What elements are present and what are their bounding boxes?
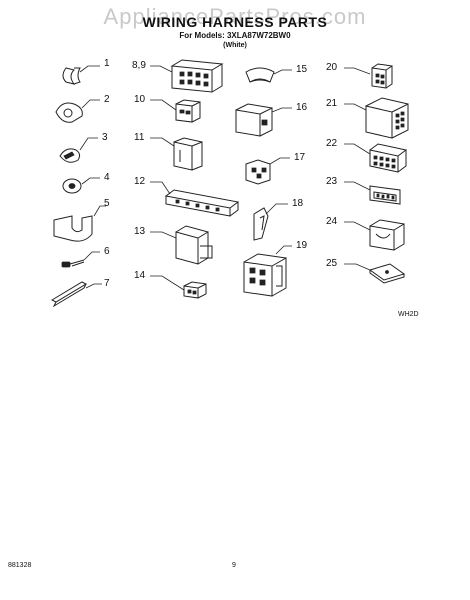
callout-8-9: 8,9 (132, 60, 146, 71)
callout-1: 1 (104, 58, 110, 69)
callout-25: 25 (326, 258, 338, 269)
callout-10: 10 (134, 94, 146, 105)
part-22-housing (344, 143, 407, 173)
model-line: For Models: 3XLA87W72BW0 (179, 31, 291, 40)
callout-16: 16 (296, 102, 308, 113)
callout-24: 24 (326, 216, 338, 227)
part-24-housing (344, 219, 405, 251)
callout-3: 3 (102, 132, 108, 143)
callout-14: 14 (134, 270, 146, 281)
callout-11: 11 (134, 132, 145, 143)
callout-19: 19 (296, 240, 308, 251)
part-20-plug (344, 63, 393, 89)
callout-12: 12 (134, 176, 146, 187)
part-11-housing (150, 137, 203, 171)
watermark: AppliancePartsPros.com (103, 4, 367, 29)
diagram-code: WH2D (398, 311, 419, 318)
callout-6: 6 (104, 246, 110, 257)
callout-22: 22 (326, 138, 338, 149)
page-number: 9 (232, 562, 236, 569)
part-7-strip (50, 281, 102, 308)
callout-17: 17 (294, 152, 306, 163)
callout-2: 2 (104, 94, 110, 105)
part-1-clip (62, 65, 100, 85)
part-3-cable-tie (59, 137, 98, 163)
part-16-housing (235, 103, 292, 137)
document-number: 881328 (8, 562, 32, 569)
part-2-clamp (55, 99, 100, 123)
part-13-housing (150, 225, 213, 265)
callout-5: 5 (104, 198, 110, 209)
part-6-screw (61, 251, 100, 268)
part-5-bracket-clip (53, 205, 106, 242)
part-4-grommet (62, 177, 100, 194)
part-18-clip (253, 203, 288, 241)
part-23-terminal-strip (344, 181, 401, 205)
callout-13: 13 (134, 226, 146, 237)
color-variant: (White) (223, 42, 247, 49)
part-10-housing (150, 99, 201, 123)
part-25-plate (344, 263, 406, 284)
part-17-connector (245, 157, 290, 185)
callout-18: 18 (292, 198, 304, 209)
callout-15: 15 (296, 64, 308, 75)
callout-4: 4 (104, 172, 110, 183)
part-8-9-housing (150, 59, 224, 93)
callout-21: 21 (326, 98, 338, 109)
part-14-plug (150, 275, 207, 299)
part-19-housing (243, 245, 292, 297)
callout-20: 20 (326, 62, 338, 73)
part-21-housing (344, 97, 409, 139)
part-15-sleeve (245, 67, 292, 83)
diagram-title: WIRING HARNESS PARTS (142, 14, 328, 30)
part-12-terminal-block (150, 181, 240, 217)
callout-7: 7 (104, 278, 110, 289)
callout-23: 23 (326, 176, 338, 187)
